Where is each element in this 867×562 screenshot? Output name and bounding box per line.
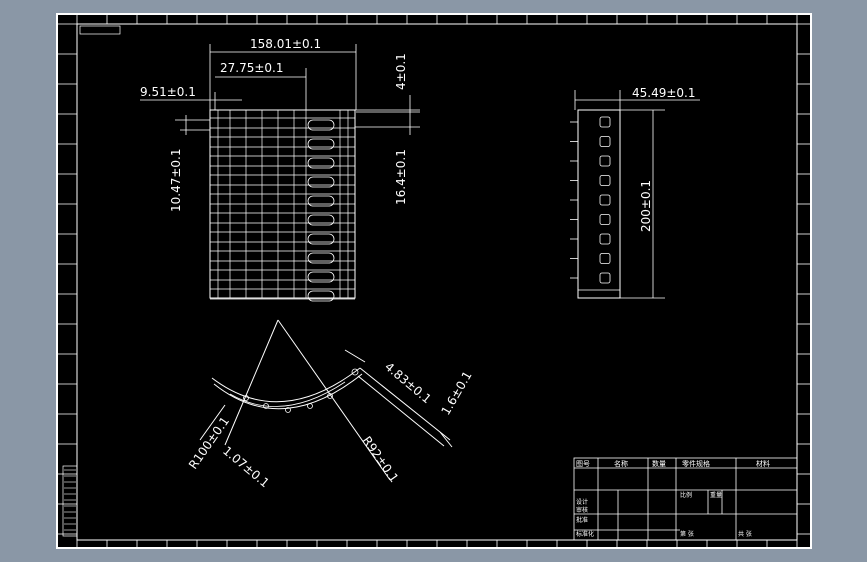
side-view bbox=[570, 109, 621, 299]
edge-ticks bbox=[57, 14, 811, 548]
title-header-2: 数量 bbox=[652, 459, 666, 468]
title-note-3: 共 张 bbox=[738, 530, 752, 538]
title-note-1: 重量 bbox=[710, 491, 722, 499]
corner-tag bbox=[79, 25, 121, 35]
title-row-3: 标准化 bbox=[576, 530, 594, 538]
dim-left-height: 10.47±0.1 bbox=[169, 149, 183, 213]
title-header-4: 材料 bbox=[756, 459, 770, 468]
dim-side-width: 45.49±0.1 bbox=[632, 86, 696, 100]
side-view-dimensions bbox=[574, 90, 700, 299]
dim-side-height: 200±0.1 bbox=[639, 180, 653, 232]
title-row-1: 审核 bbox=[576, 506, 588, 514]
title-header-3: 零件规格 bbox=[682, 459, 710, 468]
dim-top-offset: 27.75±0.1 bbox=[220, 61, 284, 75]
title-note-2: 第 张 bbox=[680, 530, 694, 538]
top-view bbox=[209, 109, 356, 302]
dim-top-thickness: 4±0.1 bbox=[394, 53, 408, 90]
sheet-background bbox=[56, 13, 812, 549]
title-row-2: 批准 bbox=[576, 516, 588, 524]
title-block bbox=[573, 457, 798, 541]
dim-left-edge: 9.51±0.1 bbox=[140, 85, 196, 99]
title-header-1: 名称 bbox=[614, 459, 628, 468]
title-note-0: 比例 bbox=[680, 491, 692, 499]
arc-view bbox=[199, 319, 453, 481]
title-row-0: 设计 bbox=[576, 498, 588, 506]
title-header-0: 图号 bbox=[576, 460, 590, 468]
dim-pitch: 16.4±0.1 bbox=[394, 149, 408, 205]
top-view-dimensions bbox=[140, 44, 420, 135]
dim-top-width: 158.01±0.1 bbox=[250, 37, 321, 51]
left-edge-stamp bbox=[62, 465, 78, 537]
